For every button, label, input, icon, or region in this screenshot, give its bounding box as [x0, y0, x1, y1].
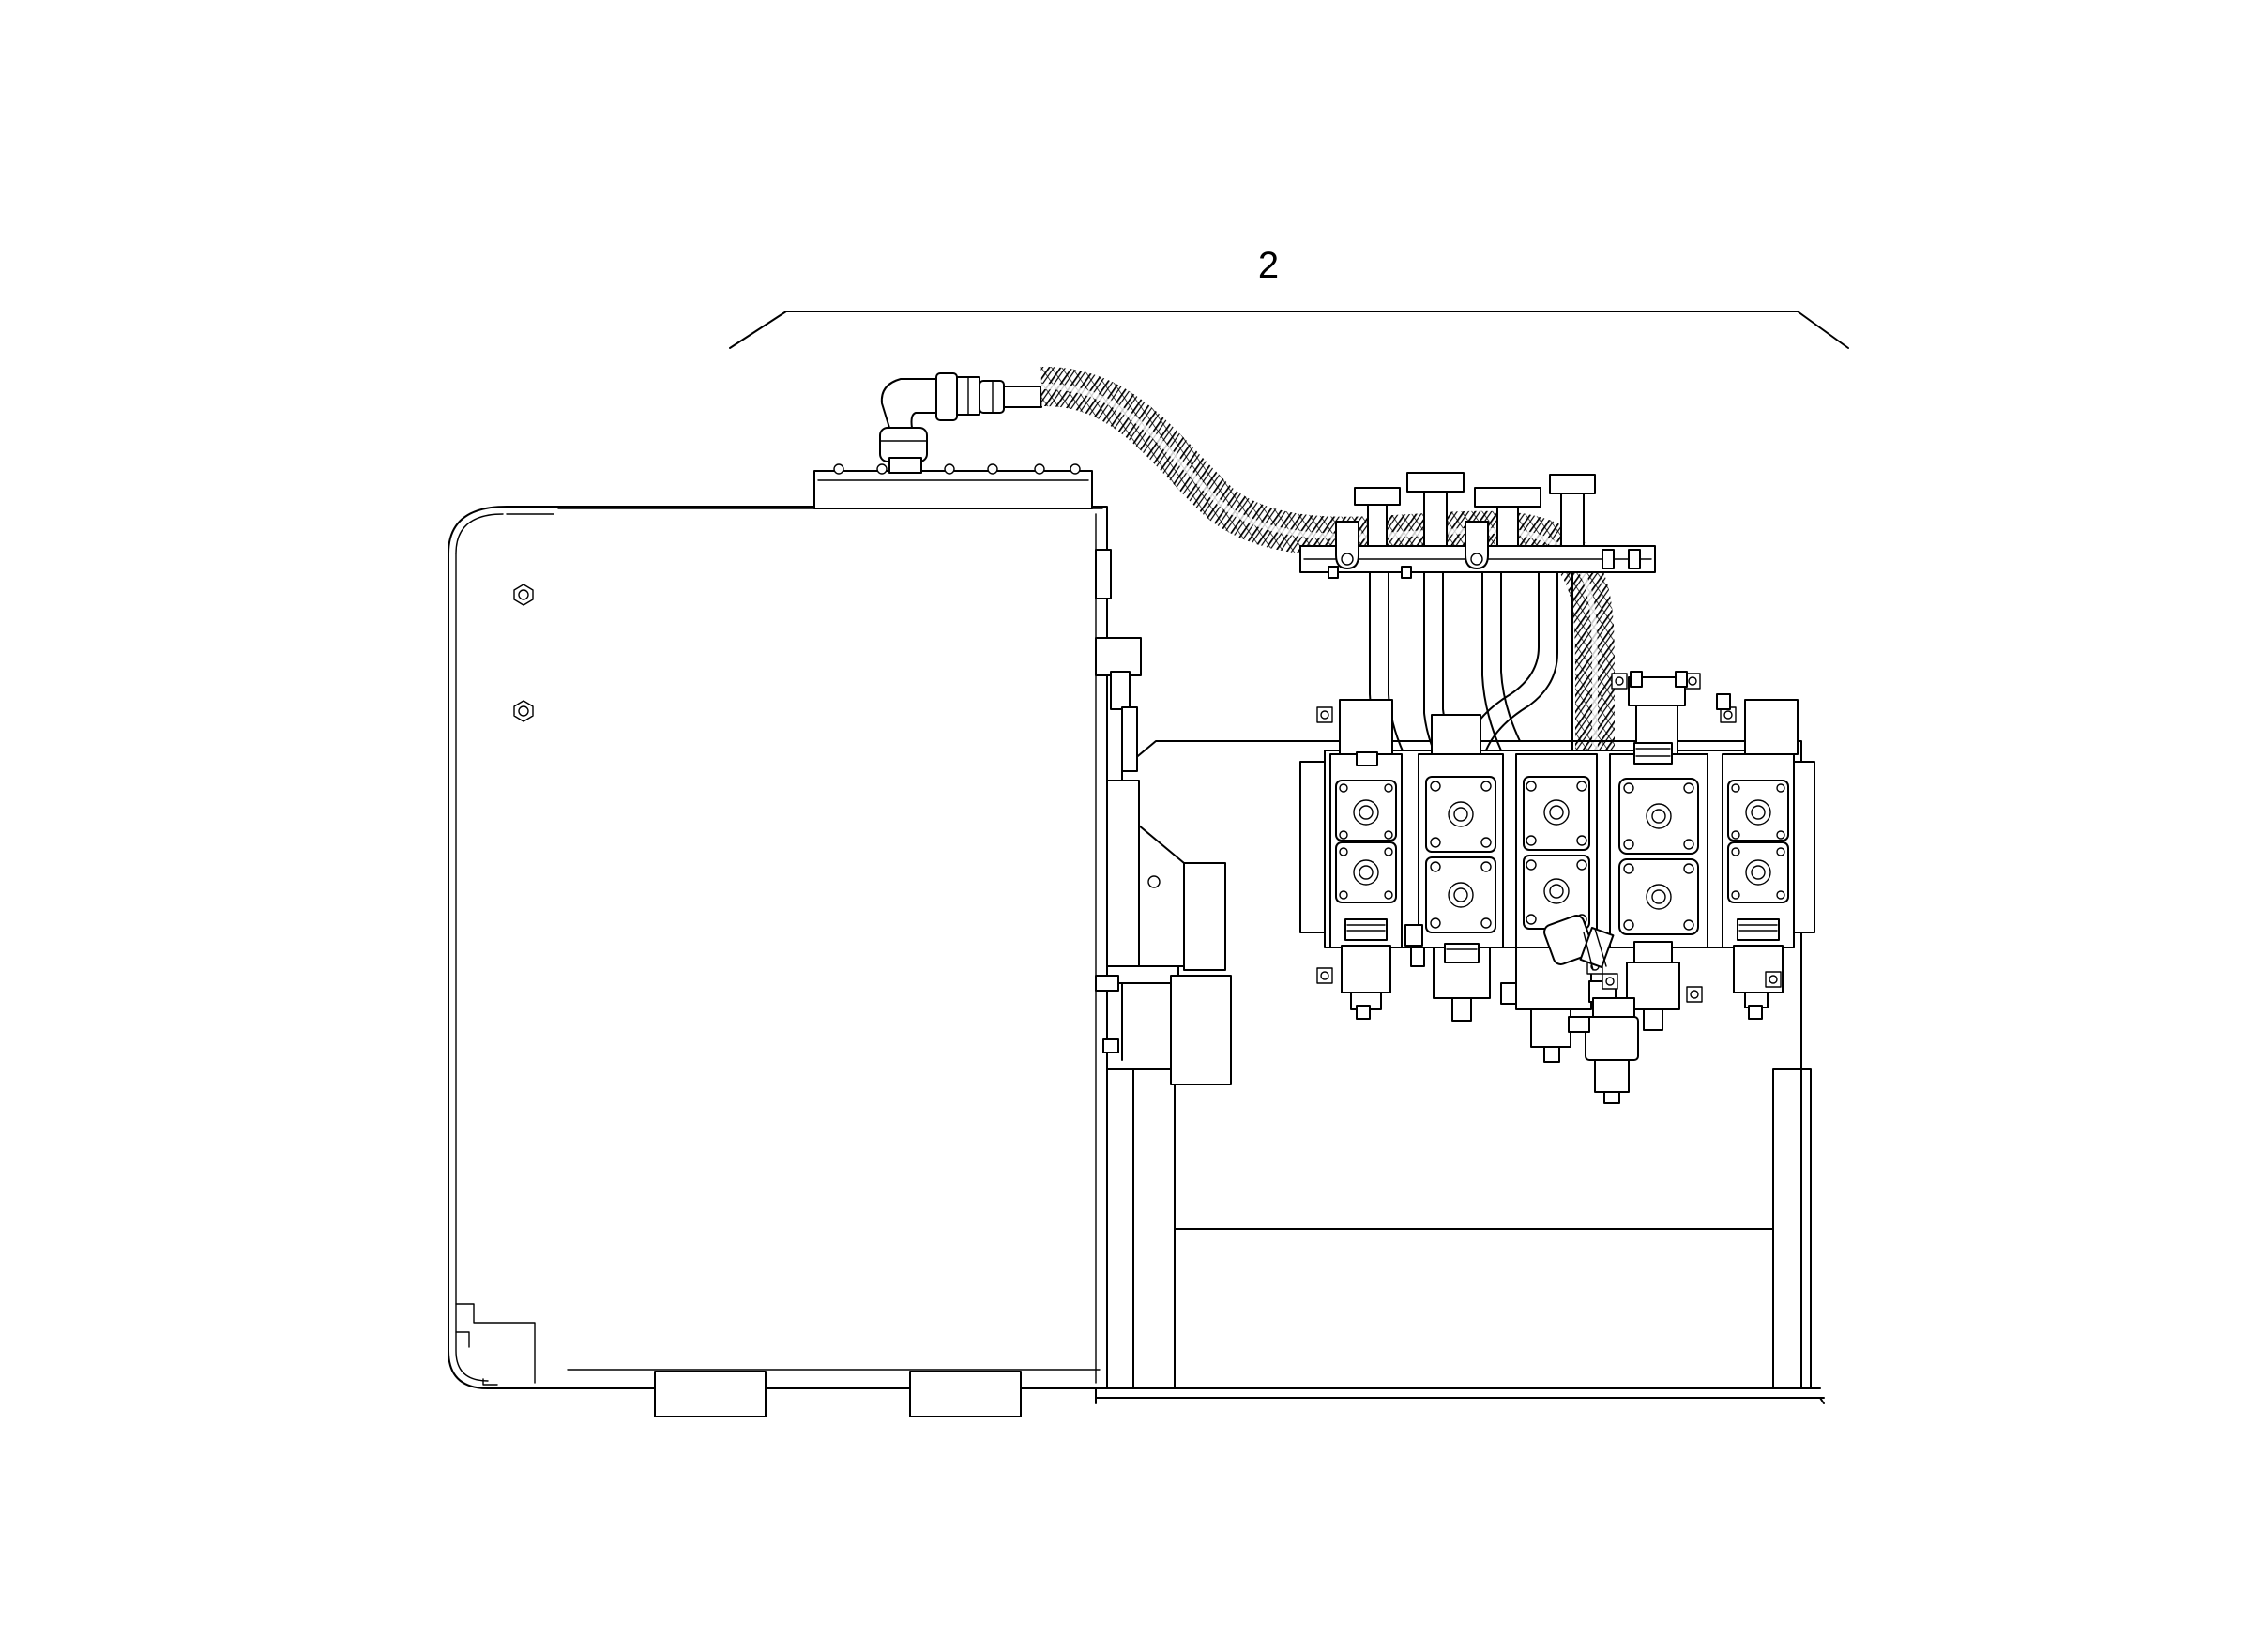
valve-section-4: [1602, 671, 1708, 1031]
braided-hose: [1040, 366, 1615, 939]
callout-bracket-2: 2: [729, 245, 1849, 349]
mounting-frame: [1095, 549, 1825, 1404]
valve-section-1: [1316, 699, 1403, 1020]
callout-label-2: 2: [1258, 245, 1279, 286]
valve-section-2: [1404, 714, 1532, 1022]
tank-foot-right: [909, 1371, 1022, 1417]
clamp-bar: [1299, 472, 1656, 579]
hose-end-fitting: [1543, 915, 1639, 1104]
tank-lid: [813, 463, 1093, 509]
oil-tank: [448, 506, 1108, 1417]
valve-section-3: [1515, 753, 1617, 1063]
valve-section-5: [1716, 693, 1799, 1020]
valve-block: [1299, 671, 1815, 1063]
elbow-fitting: [879, 372, 1042, 474]
tank-foot-left: [654, 1371, 767, 1417]
